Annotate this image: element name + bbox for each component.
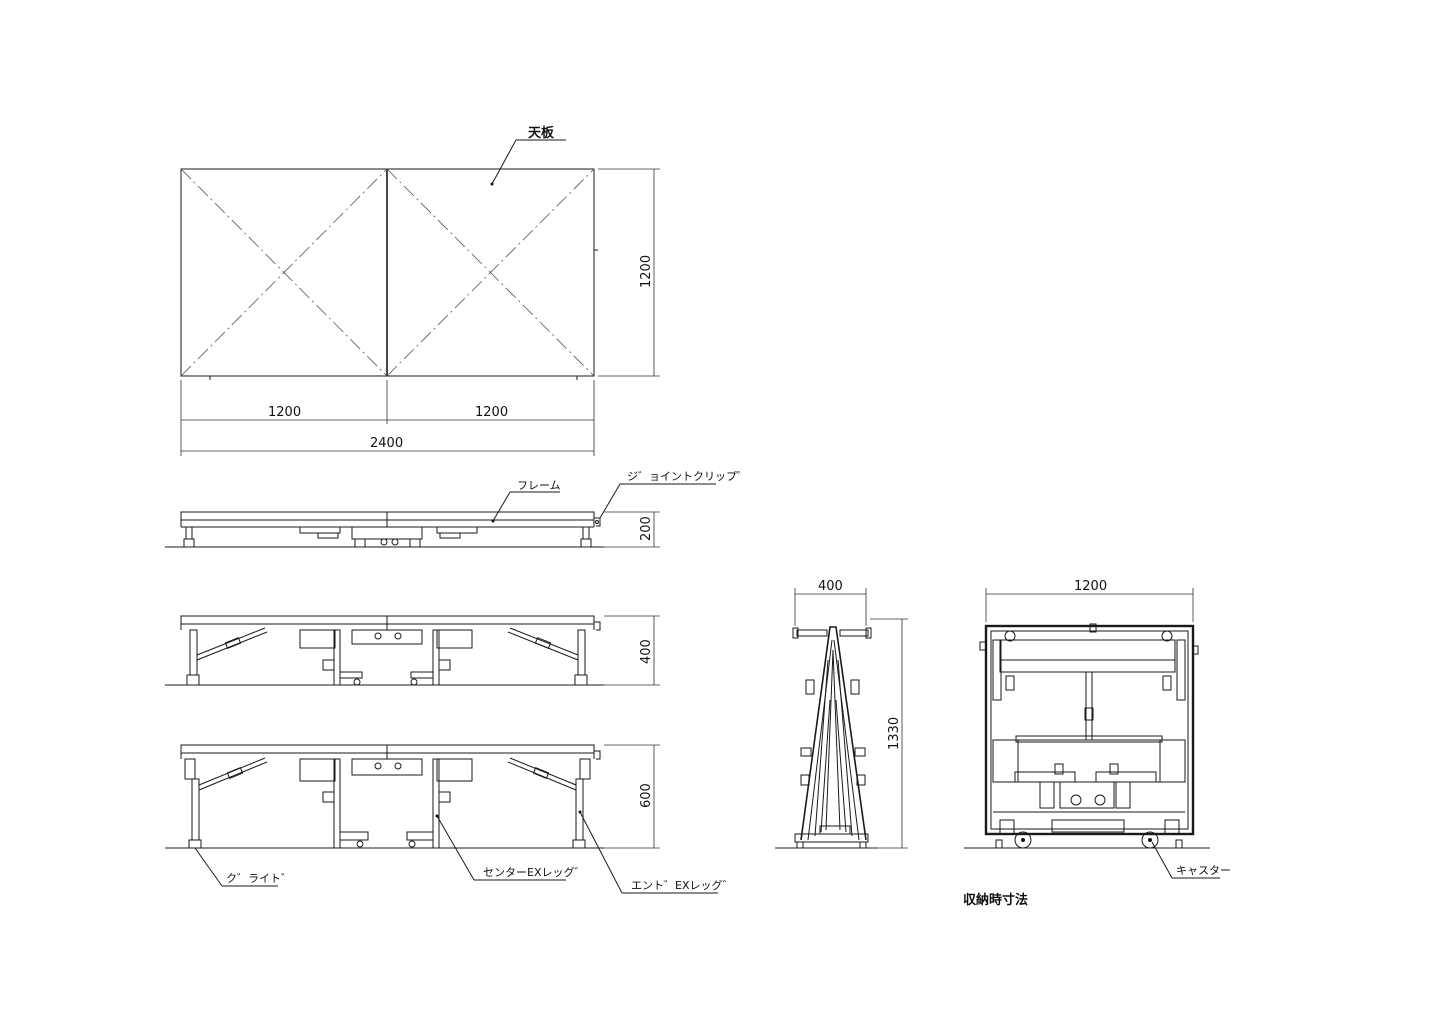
- storage-side-view: [775, 626, 878, 849]
- dim-400-lines: [604, 615, 660, 686]
- dim-width-right: 1200: [475, 405, 508, 420]
- storage-front-dims: [985, 588, 1194, 622]
- caster-label: キャスター: [1176, 864, 1231, 877]
- plan-depth-dimension: [598, 168, 660, 377]
- glide-label: ク゛ライト゛: [226, 872, 292, 885]
- dim-200-lines: [604, 511, 660, 548]
- dim-height-200: 200: [639, 516, 654, 541]
- center-leg-label: センターEXレッグ゛: [483, 865, 586, 879]
- elevation-600: [165, 744, 718, 894]
- dim-storage-width: 400: [818, 579, 843, 594]
- top-plate-label: 天板: [528, 125, 555, 141]
- dim-width-left: 1200: [268, 405, 301, 420]
- dim-total-width: 2400: [370, 436, 403, 451]
- storage-dims-caption: 収納時寸法: [963, 892, 1028, 908]
- dim-storage-depth: 1200: [1074, 579, 1107, 594]
- plan-width-dimensions: [180, 380, 595, 456]
- storage-side-dims: [794, 588, 908, 849]
- dim-storage-height: 1330: [887, 717, 902, 750]
- end-leg-label: エント゛EXレッグ゛: [631, 878, 734, 892]
- dim-height-600: 600: [639, 783, 654, 808]
- joint-clip-label: ジ゛ョイントクリップ゜: [627, 470, 748, 483]
- frame-label: フレーム: [517, 479, 561, 492]
- plan-view: [180, 139, 598, 380]
- elevation-400: [165, 615, 604, 686]
- dim-depth: 1200: [639, 255, 654, 288]
- elevation-200: [165, 483, 716, 548]
- dim-height-400: 400: [639, 639, 654, 664]
- storage-front-view: [964, 623, 1220, 879]
- dim-600-lines: [604, 744, 660, 849]
